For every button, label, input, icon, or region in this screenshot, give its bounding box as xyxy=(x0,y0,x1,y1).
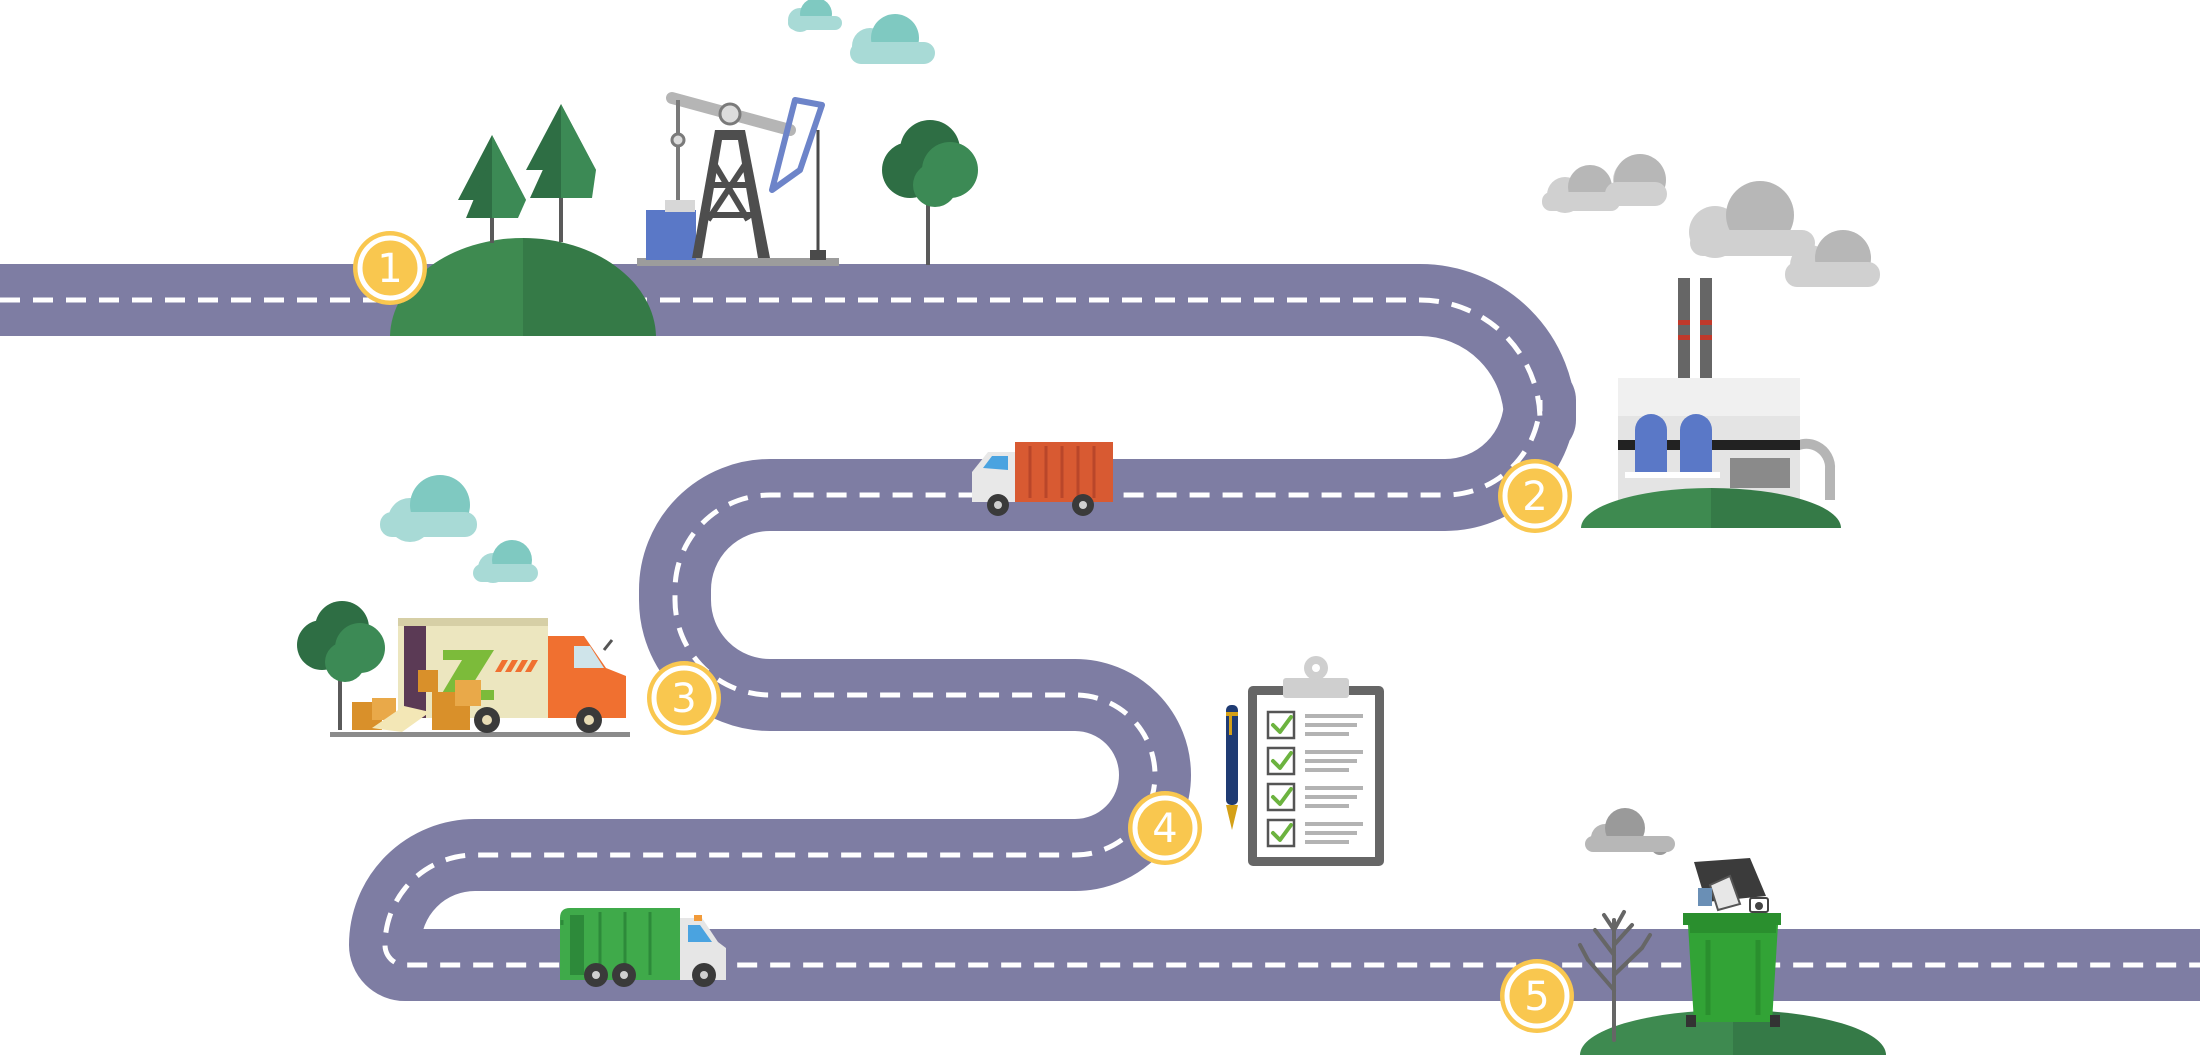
cloud-icon xyxy=(1785,230,1880,287)
hill xyxy=(390,237,656,336)
bare-tree-icon xyxy=(1578,910,1652,1042)
pine-tree-icon xyxy=(526,104,596,242)
step-marker-label: 2 xyxy=(1522,474,1547,520)
hill xyxy=(1581,488,1841,528)
trash-bin-icon xyxy=(1683,858,1781,1027)
step-markers: 1 2 3 4 5 xyxy=(353,231,1574,1033)
step-marker-3: 3 xyxy=(647,661,721,735)
oil-pumpjack-icon xyxy=(637,92,839,266)
pine-tree-icon xyxy=(458,135,526,243)
step-marker-label: 1 xyxy=(377,246,402,292)
fountain-pen-icon xyxy=(1226,705,1238,830)
checklist-clipboard-icon xyxy=(1248,656,1384,866)
road-center-dash xyxy=(0,297,2200,968)
step-marker-1: 1 xyxy=(353,231,427,305)
cloud-icon xyxy=(850,14,935,64)
round-tree-icon xyxy=(882,120,978,265)
step-marker-label: 5 xyxy=(1524,974,1549,1020)
cloud-icon xyxy=(1605,154,1667,206)
garbage-truck-icon xyxy=(560,908,726,987)
cloud-icon xyxy=(1689,181,1815,258)
step-marker-4: 4 xyxy=(1128,791,1202,865)
factory-icon xyxy=(1618,278,1836,500)
cloud-icon xyxy=(1542,165,1620,213)
step-marker-label: 4 xyxy=(1152,806,1177,852)
step-marker-label: 3 xyxy=(671,676,696,722)
delivery-van-icon xyxy=(330,618,630,737)
cloud-icon xyxy=(380,475,477,542)
round-tree-icon xyxy=(297,601,385,730)
cloud-icon xyxy=(788,0,842,32)
step-marker-5: 5 xyxy=(1500,959,1574,1033)
cloud-icon xyxy=(473,540,538,583)
cargo-truck-icon xyxy=(972,442,1113,516)
step-marker-2: 2 xyxy=(1498,459,1572,533)
cloud-icon xyxy=(1585,808,1675,855)
